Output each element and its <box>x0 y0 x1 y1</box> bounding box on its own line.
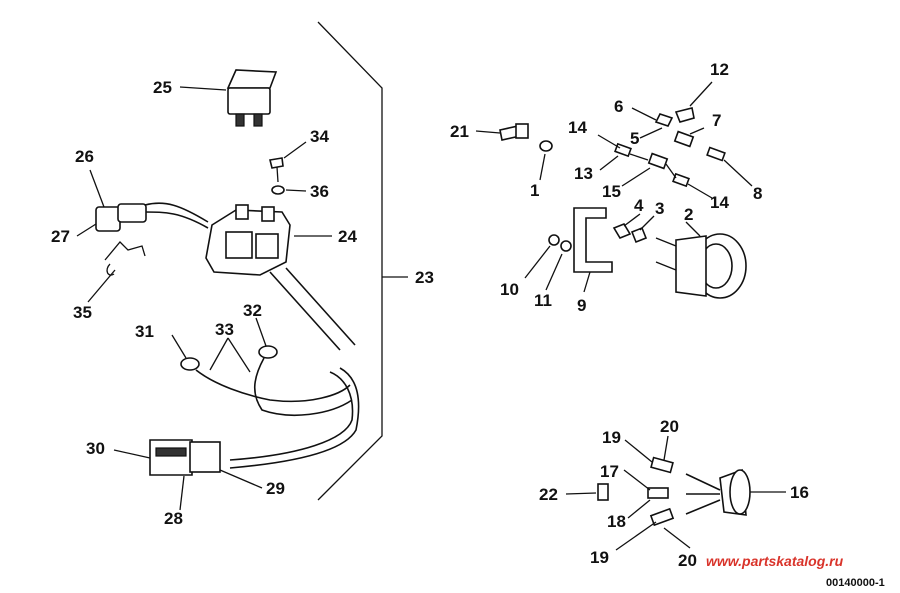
callout-22: 22 <box>539 485 558 504</box>
callout-2: 2 <box>684 205 693 224</box>
gauge-assembly <box>475 81 753 299</box>
harness-main <box>76 169 356 351</box>
watermark: www.partskatalog.ru <box>706 553 844 569</box>
callout-12: 12 <box>710 60 729 79</box>
callout-13: 13 <box>574 164 593 183</box>
callout-14a: 14 <box>568 118 587 137</box>
callout-7: 7 <box>712 111 721 130</box>
callout-16: 16 <box>790 483 809 502</box>
callout-32: 32 <box>243 301 262 320</box>
callout-26: 26 <box>75 147 94 166</box>
callout-11: 11 <box>534 291 552 310</box>
callout-36: 36 <box>310 182 329 201</box>
callout-17: 17 <box>600 462 619 481</box>
callout-18: 18 <box>607 512 626 531</box>
callout-10: 10 <box>500 280 519 299</box>
callout-14b: 14 <box>710 193 729 212</box>
callout-15: 15 <box>602 182 621 201</box>
callout-24: 24 <box>338 227 357 246</box>
callout-19a: 19 <box>602 428 621 447</box>
clip-part <box>87 241 146 303</box>
callout-19b: 19 <box>590 548 609 567</box>
callout-30: 30 <box>86 439 105 458</box>
relay-part <box>179 69 278 127</box>
callout-34: 34 <box>310 127 329 146</box>
callout-20a: 20 <box>660 417 679 436</box>
callout-5: 5 <box>630 129 639 148</box>
callout-6: 6 <box>614 97 623 116</box>
callout-35: 35 <box>73 303 92 322</box>
callout-29: 29 <box>266 479 285 498</box>
callout-4: 4 <box>634 196 644 215</box>
callout-3: 3 <box>655 199 664 218</box>
callout-8: 8 <box>753 184 762 203</box>
sensor-assembly <box>565 435 786 551</box>
callout-20b: 20 <box>678 551 697 570</box>
bracket-23 <box>317 21 408 501</box>
callout-9: 9 <box>577 296 586 315</box>
callout-1: 1 <box>530 181 539 200</box>
callout-23: 23 <box>415 268 434 287</box>
callout-labels: 25 34 36 26 27 24 23 35 32 31 33 30 29 2… <box>51 60 809 570</box>
callout-31: 31 <box>135 322 154 341</box>
harness-lower <box>113 317 360 511</box>
screw-part <box>269 141 307 195</box>
callout-21: 21 <box>450 122 469 141</box>
callout-33: 33 <box>215 320 234 339</box>
callout-27: 27 <box>51 227 70 246</box>
callout-28: 28 <box>164 509 183 528</box>
callout-25: 25 <box>153 78 172 97</box>
corner-code: 00140000-1 <box>826 577 885 588</box>
